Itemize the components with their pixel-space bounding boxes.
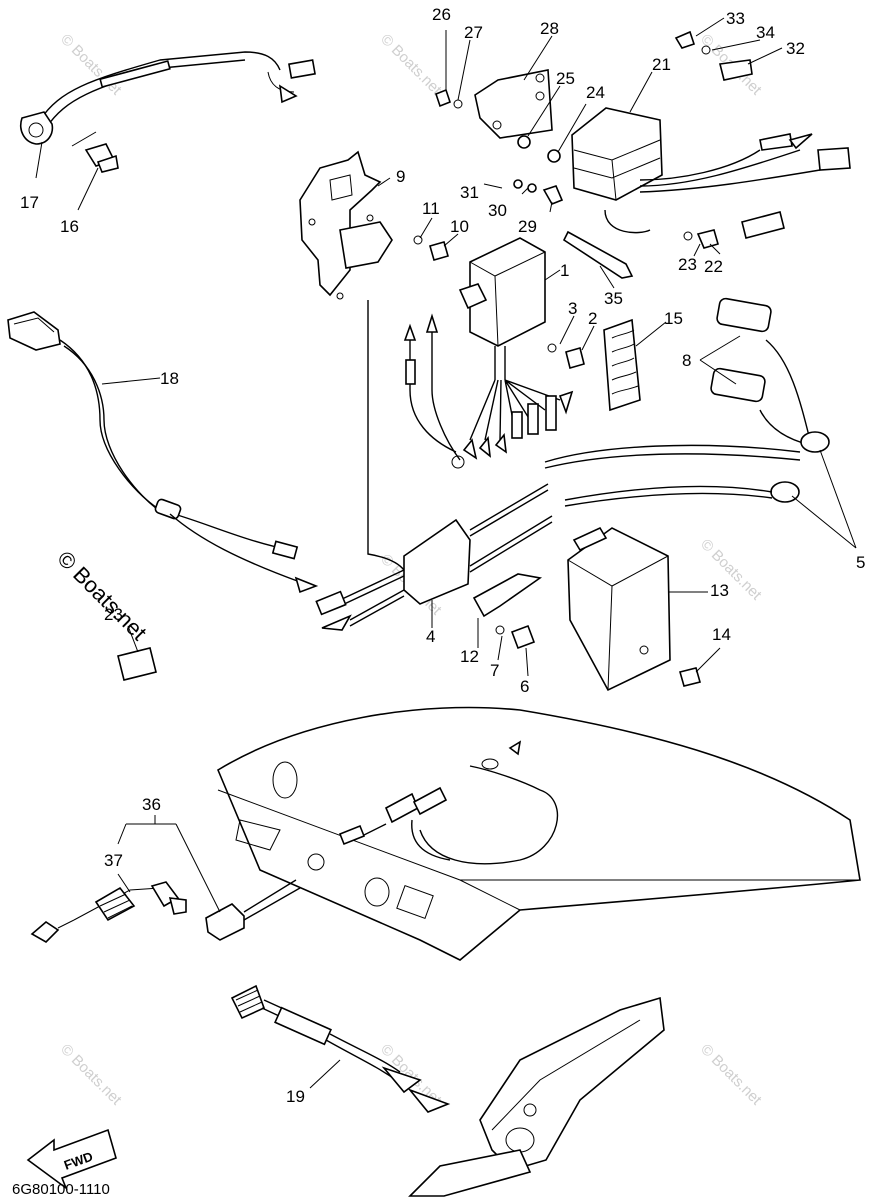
callout-15: 15	[664, 309, 683, 328]
callout-24: 24	[586, 83, 605, 102]
callout-16: 16	[60, 217, 79, 236]
stop-switch	[30, 879, 301, 943]
callout-26: 26	[432, 5, 451, 24]
callout-32: 32	[786, 39, 805, 58]
callout-1: 1	[560, 261, 569, 280]
callout-4: 4	[426, 627, 435, 646]
callout-6: 6	[520, 677, 529, 696]
ecu-bracket	[299, 150, 393, 300]
electrical-cover	[567, 526, 701, 692]
fasteners-top	[413, 30, 753, 369]
watermark: © Boats.net	[377, 31, 445, 99]
watermark: © Boats.net	[697, 536, 765, 604]
main-harness	[7, 311, 319, 594]
sleeve-part	[117, 647, 157, 681]
callout-8: 8	[682, 351, 691, 370]
callout-5: 5	[856, 553, 865, 572]
rectifier-regulator	[474, 69, 851, 239]
callout-37: 37	[104, 851, 123, 870]
sensor-wire-assembly	[20, 51, 316, 173]
callout-11: 11	[422, 199, 440, 218]
callout-21: 21	[652, 55, 671, 74]
spark-plug-caps	[544, 297, 830, 507]
watermark: © Boats.net	[697, 1041, 765, 1109]
callout-28: 28	[540, 19, 559, 38]
forward-arrow-icon: FWD	[26, 1128, 117, 1191]
watermark-overlay: © Boats.net	[52, 546, 151, 645]
callout-13: 13	[710, 581, 729, 600]
callout-22: 22	[704, 257, 723, 276]
callout-25: 25	[556, 69, 575, 88]
callout-34: 34	[756, 23, 775, 42]
cable-tie	[562, 230, 634, 279]
callout-33: 33	[726, 9, 745, 28]
callout-12: 12	[460, 647, 479, 666]
watermark: © Boats.net	[57, 1041, 125, 1109]
callout-14: 14	[712, 625, 731, 644]
callout-30: 30	[488, 201, 507, 220]
cdi-unit	[403, 237, 574, 469]
callouts: 1 2 3 4 5 6 7 8 9 10 11 12 13 14 15 16 1…	[20, 5, 865, 1106]
neutral-switch-assembly	[230, 984, 665, 1197]
callout-17: 17	[20, 193, 39, 212]
protector-strip	[603, 318, 641, 412]
callout-23: 23	[678, 255, 697, 274]
callout-9: 9	[396, 167, 405, 186]
coil-bracket	[472, 573, 543, 650]
diagram-code: 6G80100-1110	[12, 1181, 110, 1198]
watermark: © Boats.net	[57, 31, 125, 99]
ignition-coil	[315, 300, 553, 631]
callout-3: 3	[568, 299, 577, 318]
callout-23-left: 23	[104, 605, 123, 624]
callout-31: 31	[460, 183, 479, 202]
callout-2: 2	[588, 309, 597, 328]
callout-36: 36	[142, 795, 161, 814]
callout-35: 35	[604, 289, 623, 308]
bottom-cowling	[216, 706, 861, 961]
leader-lines	[35, 17, 857, 1089]
callout-27: 27	[464, 23, 483, 42]
cowl-wires	[338, 740, 559, 865]
callout-19: 19	[286, 1087, 305, 1106]
callout-18: 18	[160, 369, 179, 388]
callout-10: 10	[450, 217, 469, 236]
callout-29: 29	[518, 217, 537, 236]
callout-7: 7	[490, 661, 499, 680]
